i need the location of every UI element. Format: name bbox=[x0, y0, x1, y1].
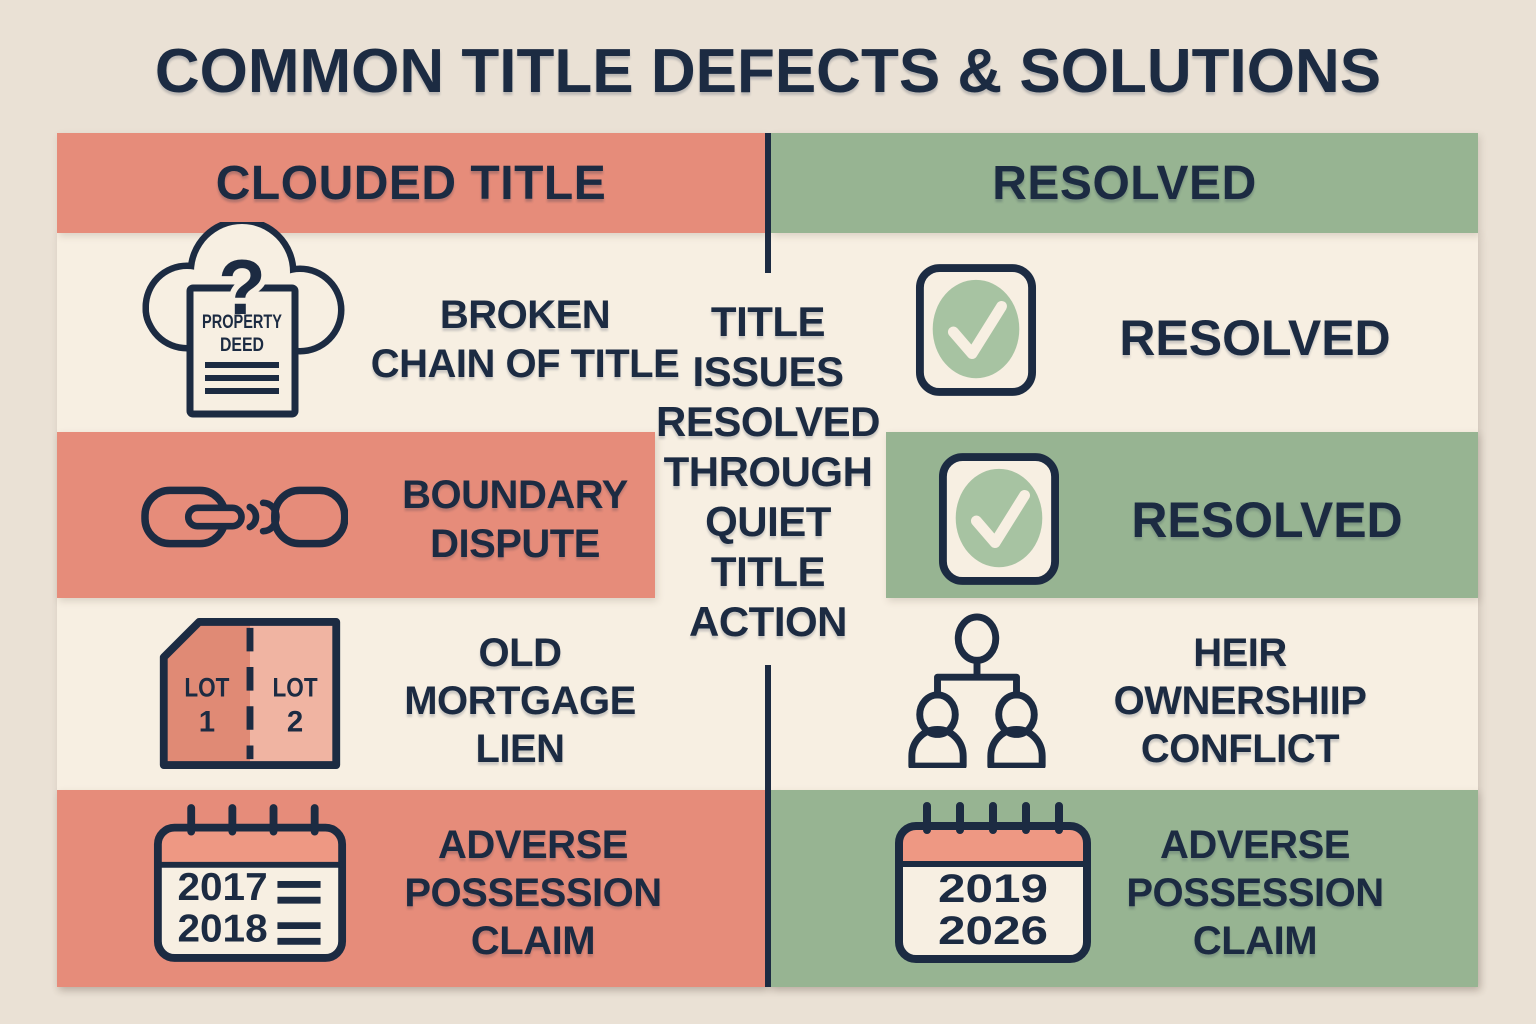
check-circle bbox=[955, 468, 1043, 568]
row3-left-label: OLD MORTGAGE LIEN bbox=[360, 629, 680, 773]
lot2-name: LOT bbox=[273, 672, 318, 702]
column-header-right-label: RESOLVED bbox=[992, 156, 1257, 210]
heir-right-body bbox=[987, 726, 1046, 768]
row3-right-label-line3: CONFLICT bbox=[1140, 727, 1340, 771]
checkmark-box-icon bbox=[938, 453, 1060, 585]
row2-left-label-line2: DISPUTE bbox=[430, 522, 600, 566]
row1-right-label: RESOLVED bbox=[1060, 310, 1450, 366]
center-note: TITLE ISSUES RESOLVED THROUGH QUIET TITL… bbox=[640, 297, 896, 647]
center-note-line7: ACTION bbox=[689, 598, 848, 645]
calendar-year2: 2026 bbox=[938, 909, 1048, 953]
row2-left-label-line1: BOUNDARY bbox=[402, 473, 628, 517]
row2-right-label: RESOLVED bbox=[1072, 492, 1462, 548]
heir-left-body bbox=[908, 726, 967, 768]
row4-right-label: ADVERSE POSSESSION CLAIM bbox=[1085, 821, 1425, 965]
family-tree-icon bbox=[908, 613, 1046, 768]
calendar-year1: 2017 bbox=[177, 866, 267, 909]
lot-parcel-icon: LOT 1 LOT 2 bbox=[159, 618, 341, 769]
question-mark-glyph: ? bbox=[218, 243, 266, 331]
cloud-deed-icon: ? PROPERTY DEED bbox=[142, 222, 345, 418]
row1-right-label-text: RESOLVED bbox=[1119, 310, 1391, 366]
center-note-line2: ISSUES bbox=[692, 348, 844, 395]
lot1-number: 1 bbox=[199, 706, 215, 739]
deed-document bbox=[186, 284, 299, 418]
calendar-icon: 2019 2026 bbox=[895, 802, 1091, 963]
row4-right-label-line2: POSSESSION bbox=[1126, 871, 1384, 915]
checkmark-box-icon bbox=[915, 264, 1037, 396]
check-circle bbox=[932, 279, 1020, 379]
row2-left-panel bbox=[57, 432, 655, 598]
column-header-left-label: CLOUDED TITLE bbox=[215, 156, 607, 210]
calendar-binding-loops bbox=[187, 804, 319, 836]
row4-left-label-line2: POSSESSION bbox=[404, 871, 662, 915]
column-divider-bottom bbox=[765, 665, 771, 987]
row2-left-label: BOUNDARY DISPUTE bbox=[350, 471, 680, 569]
column-divider-top bbox=[765, 133, 771, 273]
deed-text-lines bbox=[205, 362, 279, 394]
center-note-line5: QUIET bbox=[705, 498, 831, 545]
row3-right-label-line1: HEIR bbox=[1193, 631, 1287, 675]
center-note-line6: TITLE bbox=[710, 548, 826, 595]
row4-right-panel bbox=[771, 790, 1478, 987]
row3-right-label: HEIR OWNERSHIIP CONFLICT bbox=[1065, 629, 1415, 773]
broken-chain-icon bbox=[141, 486, 348, 548]
page-title: COMMON TITLE DEFECTS & SOLUTIONS bbox=[154, 37, 1382, 106]
row1-left-label-line1: BROKEN bbox=[439, 293, 611, 337]
center-note-line4: THROUGH bbox=[663, 448, 873, 495]
checkmark-glyph bbox=[970, 489, 1030, 549]
lot2-area bbox=[250, 621, 337, 766]
row3-left-label-line1: OLD bbox=[478, 631, 562, 675]
row1-left-label-line2: CHAIN OF TITLE bbox=[370, 342, 680, 386]
row3-left-label-line2: MORTGAGE bbox=[404, 679, 636, 723]
row3-left-label-line3: LIEN bbox=[475, 727, 565, 771]
calendar-year1: 2019 bbox=[938, 867, 1048, 911]
row4-left-label-line1: ADVERSE bbox=[438, 823, 628, 867]
calendar-note-lines bbox=[277, 881, 321, 945]
family-tree-connectors bbox=[934, 656, 1020, 699]
row1-left-label: BROKEN CHAIN OF TITLE bbox=[355, 291, 695, 389]
row2-right-label-text: RESOLVED bbox=[1131, 492, 1403, 548]
lot1-area bbox=[163, 621, 250, 766]
row4-right-label-line1: ADVERSE bbox=[1160, 823, 1350, 867]
row4-left-label: ADVERSE POSSESSION CLAIM bbox=[368, 821, 698, 965]
column-header-resolved: RESOLVED bbox=[771, 133, 1478, 233]
calendar-header-strip bbox=[899, 827, 1087, 864]
calendar-binding-loops bbox=[923, 802, 1063, 834]
center-note-line1: TITLE bbox=[710, 298, 826, 345]
lot1-name: LOT bbox=[184, 672, 229, 702]
row4-left-label-line3: CLAIM bbox=[470, 919, 596, 963]
row3-right-label-line2: OWNERSHIIP bbox=[1113, 679, 1367, 723]
center-note-line3: RESOLVED bbox=[656, 398, 880, 445]
calendar-icon: 2017 2018 bbox=[153, 804, 347, 962]
checkmark-glyph bbox=[947, 300, 1007, 360]
calendar-header-strip bbox=[157, 828, 343, 865]
calendar-year2: 2018 bbox=[177, 907, 267, 950]
row4-right-label-line3: CLAIM bbox=[1192, 919, 1318, 963]
lot2-number: 2 bbox=[287, 706, 303, 739]
deed-label-line2: DEED bbox=[220, 335, 264, 356]
column-header-clouded-title: CLOUDED TITLE bbox=[57, 133, 765, 233]
deed-label-line1: PROPERTY bbox=[202, 312, 282, 333]
